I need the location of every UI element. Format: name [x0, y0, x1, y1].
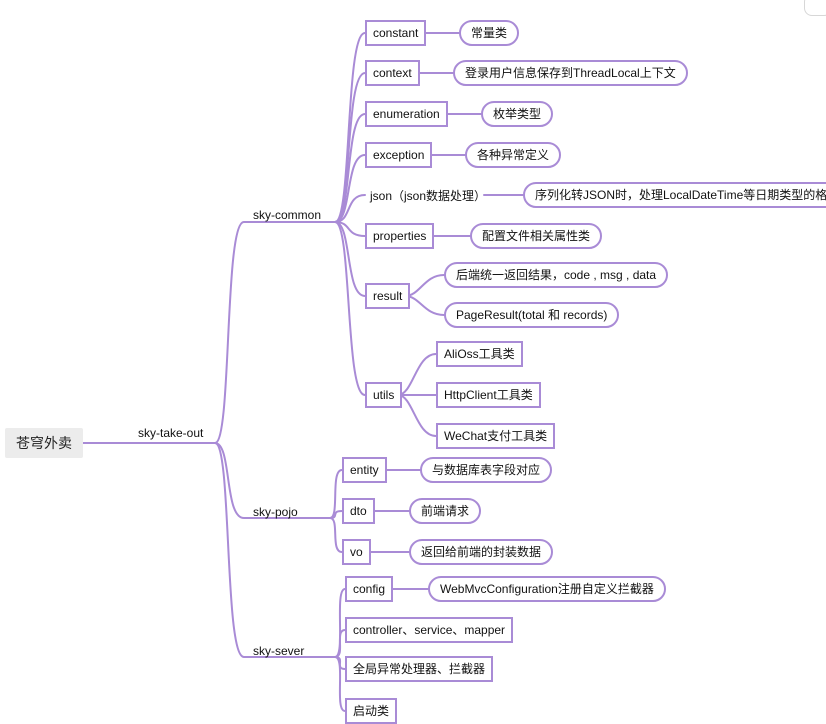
note-constant[interactable]: 常量类 — [459, 20, 520, 46]
node-sky-take-out[interactable]: sky-take-out — [138, 426, 204, 440]
node-sky-pojo[interactable]: sky-pojo — [253, 505, 298, 519]
note-vo[interactable]: 返回给前端的封装数据 — [409, 539, 554, 565]
root-node[interactable]: 苍穹外卖 — [5, 428, 83, 458]
node-global-exception-interceptor[interactable]: 全局异常处理器、拦截器 — [345, 656, 494, 682]
note-entity[interactable]: 与数据库表字段对应 — [420, 457, 553, 483]
node-startup-class[interactable]: 启动类 — [345, 698, 398, 724]
node-properties[interactable]: properties — [365, 223, 435, 249]
note-properties[interactable]: 配置文件相关属性类 — [470, 223, 603, 249]
note-json[interactable]: 序列化转JSON时，处理LocalDateTime等日期类型的格式 — [523, 182, 826, 208]
node-sky-sever[interactable]: sky-sever — [253, 644, 305, 658]
node-dto[interactable]: dto — [342, 498, 375, 524]
note-dto[interactable]: 前端请求 — [409, 498, 482, 524]
note-exception[interactable]: 各种异常定义 — [465, 142, 562, 168]
node-httpclient-util[interactable]: HttpClient工具类 — [436, 382, 541, 408]
node-vo[interactable]: vo — [342, 539, 371, 565]
corner-button[interactable] — [804, 0, 826, 16]
node-enumeration[interactable]: enumeration — [365, 101, 448, 127]
node-entity[interactable]: entity — [342, 457, 387, 483]
note-result-pageresult[interactable]: PageResult(total 和 records) — [444, 302, 620, 328]
node-sky-common[interactable]: sky-common — [253, 208, 322, 222]
note-config[interactable]: WebMvcConfiguration注册自定义拦截器 — [428, 576, 666, 602]
node-context[interactable]: context — [365, 60, 420, 86]
node-constant[interactable]: constant — [365, 20, 427, 46]
node-json[interactable]: json（json数据处理） — [370, 189, 487, 203]
note-result-unified[interactable]: 后端统一返回结果，code , msg , data — [444, 262, 669, 288]
note-enumeration[interactable]: 枚举类型 — [481, 101, 554, 127]
node-utils[interactable]: utils — [365, 382, 403, 408]
node-exception[interactable]: exception — [365, 142, 433, 168]
node-alioss-util[interactable]: AliOss工具类 — [436, 341, 523, 367]
note-context[interactable]: 登录用户信息保存到ThreadLocal上下文 — [453, 60, 688, 86]
node-result[interactable]: result — [365, 283, 411, 309]
node-wechatpay-util[interactable]: WeChat支付工具类 — [436, 423, 556, 449]
node-config[interactable]: config — [345, 576, 394, 602]
node-controller-service-mapper[interactable]: controller、service、mapper — [345, 617, 514, 643]
